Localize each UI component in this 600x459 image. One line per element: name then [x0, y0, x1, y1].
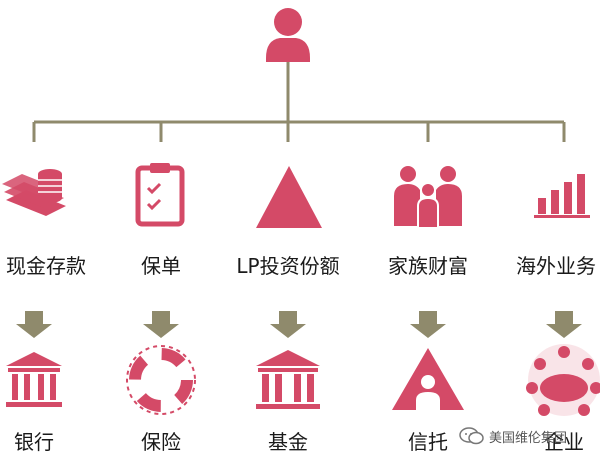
- watermark-text: 美国维伦集团: [489, 430, 568, 446]
- down-arrows: [16, 311, 582, 338]
- label-trust: 信托: [408, 430, 448, 454]
- bank-building-icon: [6, 352, 62, 407]
- triangle-icon: [256, 166, 322, 228]
- bar-chart-icon: [534, 174, 590, 218]
- label-fund: 基金: [268, 430, 308, 454]
- label-policy: 保单: [141, 254, 181, 278]
- family-icon: [394, 166, 462, 229]
- trust-triangle-person-icon: [392, 348, 464, 410]
- label-bank: 银行: [14, 430, 54, 454]
- label-lp-shares: LP投资份额: [236, 254, 340, 278]
- connector-lines: [32, 62, 566, 142]
- wechat-icon: [459, 427, 484, 445]
- lifebuoy-icon: [126, 345, 196, 415]
- person-icon: [266, 8, 310, 62]
- label-insurance: 保险: [141, 430, 181, 454]
- cash-stack-icon: [2, 169, 66, 216]
- meeting-group-icon: [526, 344, 600, 416]
- watermark: 美国维伦集团: [459, 426, 567, 446]
- clipboard-checklist-icon: [135, 163, 185, 227]
- label-family-wealth: 家族财富: [388, 254, 468, 278]
- label-enterprise: 企业: [544, 430, 584, 454]
- fund-building-icon: [256, 350, 320, 409]
- label-overseas-business: 海外业务: [516, 254, 596, 278]
- label-cash-deposit: 现金存款: [6, 254, 86, 278]
